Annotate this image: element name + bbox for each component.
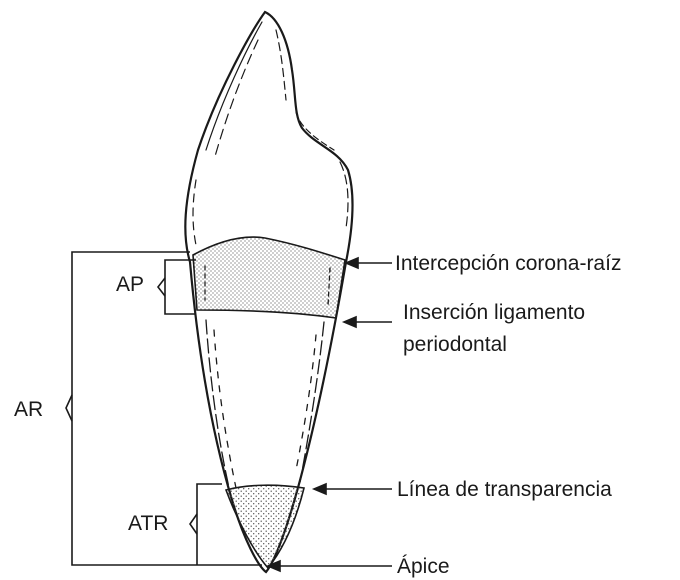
atr-bracket [197,484,222,565]
label-ap: AP [116,273,144,297]
label-ar: AR [14,398,43,422]
label-crown-root-interception: Intercepción corona-raíz [395,252,621,276]
label-ligament-insertion-line2: periodontal [403,333,507,357]
label-ligament-insertion-line1: Inserción ligamento [403,301,585,325]
label-atr: ATR [128,512,168,536]
label-transparency-line: Línea de transparencia [397,478,612,502]
label-apex: Ápice [397,555,450,579]
apical-transparency-region [226,485,304,568]
